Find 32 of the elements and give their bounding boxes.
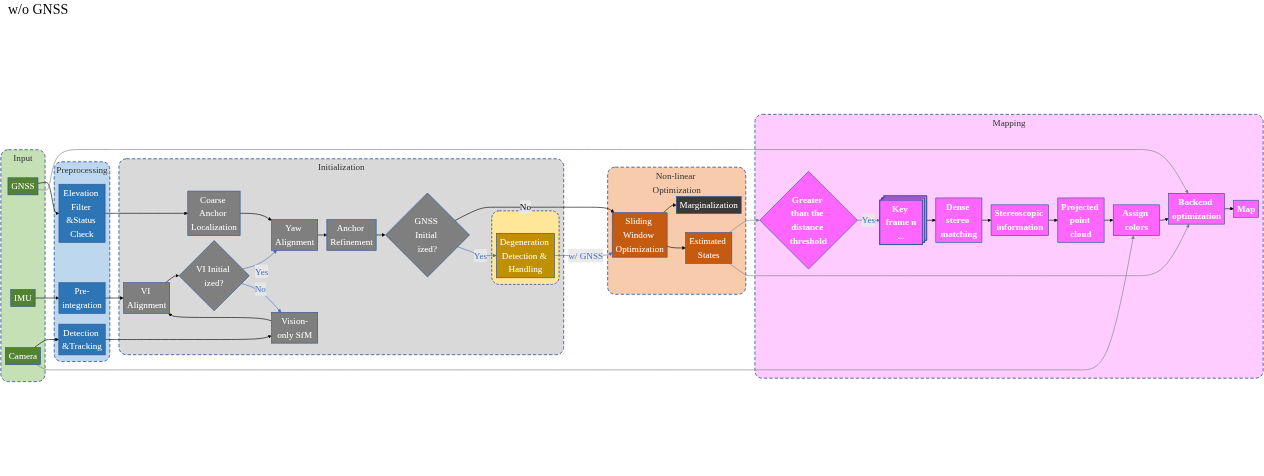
node-box: VI Alignment: [123, 282, 170, 314]
node-box: Degeneration Detection & Handling: [496, 233, 555, 279]
node-box: Vision-only SfM: [271, 312, 318, 344]
edge-label: Yes: [861, 215, 876, 226]
node-diamond: VI Initial ized?: [178, 240, 250, 312]
node-box: Sliding Window Optimization: [611, 212, 668, 258]
node-box: Dense stereo matching: [935, 197, 983, 243]
cluster: [491, 210, 560, 285]
note-label: w/o GNSS: [8, 2, 69, 18]
edge-label: Yes: [473, 250, 488, 261]
node-box: IMU: [10, 289, 36, 307]
node-diamond: Greater than the distance threshold: [759, 171, 858, 270]
node-diamond: GNSS Initial ized?: [385, 192, 470, 278]
node-box: Coarse Anchor Localization: [187, 190, 241, 236]
node-box: GNSS: [7, 177, 39, 196]
edge-label: w/ GNSS: [568, 250, 604, 261]
node-box: Marginalization: [676, 196, 742, 214]
node-box: Camera: [5, 347, 41, 365]
node-box: Assign colors: [1112, 204, 1160, 236]
node-box: Yaw Alignment: [271, 219, 318, 251]
node-box: Detection &Tracking: [58, 323, 106, 356]
node-box: Map: [1233, 199, 1259, 218]
node-box: Pre-integration: [58, 282, 106, 314]
edge-label: Yes: [254, 266, 269, 277]
node-box: Estimated States: [685, 232, 733, 264]
node-box: Anchor Refinement: [326, 219, 377, 251]
node-box: Stereoscopic information: [990, 204, 1049, 236]
edge-label: No: [254, 283, 266, 295]
node-box: Elevation Filter &Status Check: [58, 183, 106, 243]
node-box: Projected point cloud: [1057, 197, 1105, 243]
edge-label: No: [519, 202, 532, 213]
node-box: Backend optimization: [1168, 193, 1225, 225]
